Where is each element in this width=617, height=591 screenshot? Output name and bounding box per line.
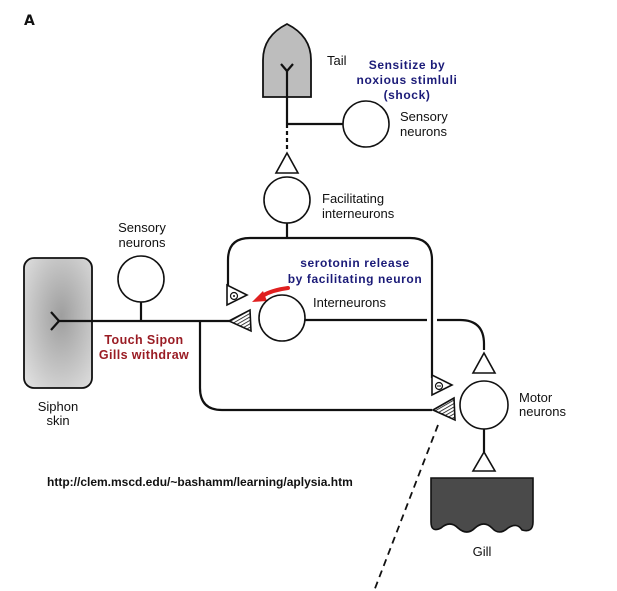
tail-sensory-label-2: neurons	[400, 124, 447, 139]
facilitating-axon-loop	[226, 236, 434, 378]
serotonin-annotation-2: by facilitating neuron	[288, 272, 423, 286]
gill	[430, 477, 534, 533]
sensory-terminal-interneuron	[227, 308, 252, 333]
dashed-projection-line	[373, 424, 439, 591]
siphon-sensory-label-2: neurons	[119, 235, 166, 250]
panel-label: A	[24, 13, 35, 29]
siphon-sensory-label-1: Sensory	[118, 220, 166, 235]
facilitating-label-2: interneurons	[322, 206, 395, 221]
tail-label: Tail	[327, 53, 347, 68]
facilitating-terminal-symbol	[229, 291, 239, 301]
tail-sensory-neuron	[342, 100, 390, 148]
tail-synapse-terminal	[274, 151, 300, 174]
facilitating-label-1: Facilitating	[322, 191, 384, 206]
sensitize-annotation-3: (shock)	[384, 88, 431, 102]
motor-terminal-gill	[471, 450, 497, 472]
siphon-skin-label-1: Siphon	[38, 399, 78, 414]
siphon-sensory-neuron	[117, 255, 165, 303]
source-url: http://clem.mscd.edu/~bashamm/learning/a…	[47, 475, 353, 489]
sensory-terminal-motor	[431, 396, 456, 422]
interneuron	[258, 294, 306, 342]
sensory-to-motor-axon	[198, 321, 432, 412]
serotonin-annotation-1: serotonin release	[300, 256, 410, 270]
interneuron-terminal-motor	[471, 351, 497, 374]
tail-shape	[262, 22, 312, 98]
sensitize-annotation-2: noxious stimluli	[357, 73, 458, 87]
interneuron-label: Interneurons	[313, 295, 386, 310]
facilitating-terminal-symbol-2	[434, 381, 444, 391]
motor-neuron	[459, 380, 509, 430]
facilitating-interneuron	[263, 176, 311, 224]
touch-annotation-2: Gills withdraw	[99, 348, 189, 362]
gill-label: Gill	[473, 544, 492, 559]
motor-neuron-label-1: Motor	[519, 390, 553, 405]
interneuron-axon-b	[437, 318, 486, 350]
serotonin-arrow	[252, 286, 290, 302]
siphon-skin-label-2: skin	[46, 413, 69, 428]
touch-annotation-1: Touch Sipon	[104, 333, 183, 347]
tail-sensory-label-1: Sensory	[400, 109, 448, 124]
motor-neuron-label-2: neurons	[519, 404, 566, 419]
sensitize-annotation-1: Sensitize by	[369, 58, 446, 72]
